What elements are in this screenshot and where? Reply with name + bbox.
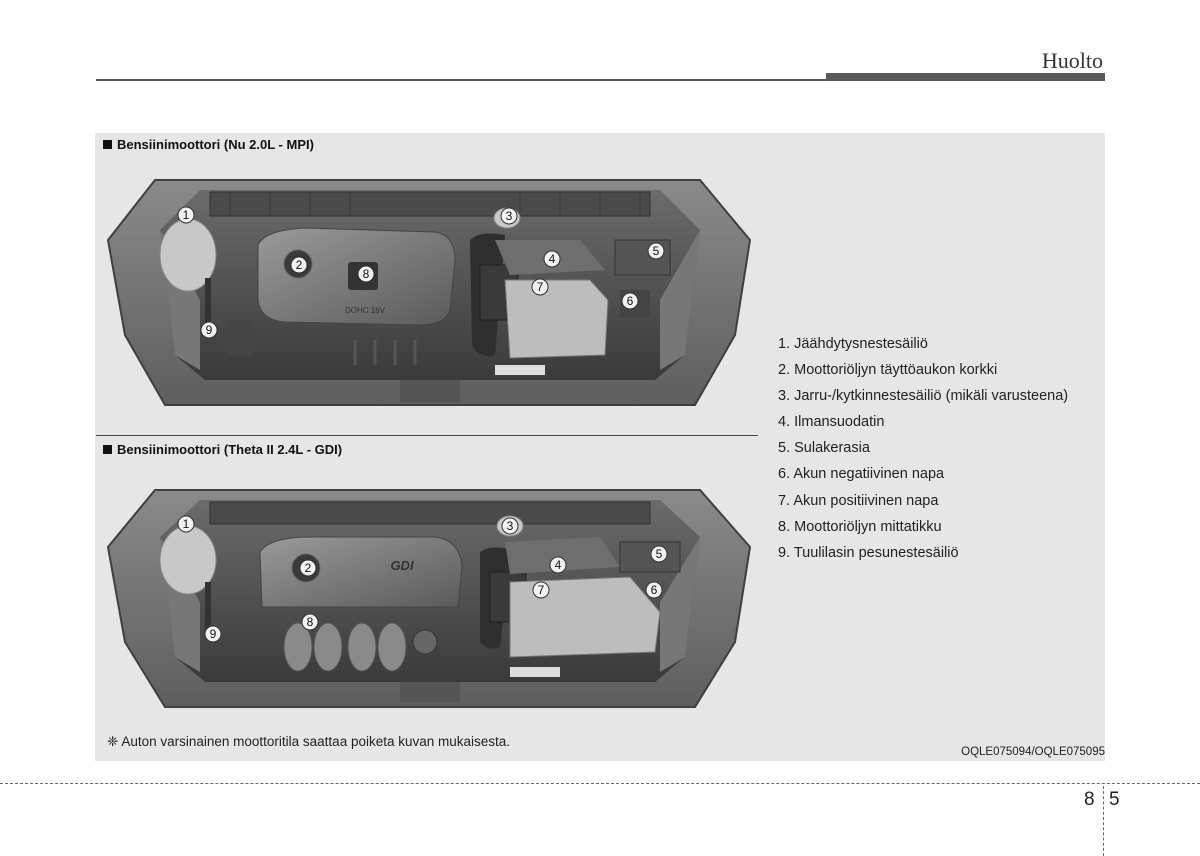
- engine-cover-label-gdi: GDI: [390, 558, 414, 573]
- svg-text:6: 6: [651, 583, 658, 597]
- svg-text:7: 7: [538, 583, 545, 597]
- callout-5: 5: [647, 242, 665, 260]
- section-divider: [96, 435, 758, 436]
- svg-text:2: 2: [296, 258, 303, 272]
- component-legend: 1. Jäähdytysnestesäiliö 2. Moottoriöljyn…: [778, 336, 1068, 571]
- callout-4: 4: [543, 250, 561, 268]
- callout-1: 1: [177, 515, 195, 533]
- svg-text:5: 5: [653, 244, 660, 258]
- callout-6: 6: [645, 581, 663, 599]
- svg-text:3: 3: [506, 209, 513, 223]
- callout-8: 8: [357, 265, 375, 283]
- callout-2: 2: [299, 559, 317, 577]
- svg-text:7: 7: [537, 280, 544, 294]
- engine-cover-label-mpi: DOHC 16V: [345, 306, 386, 315]
- svg-text:6: 6: [627, 294, 634, 308]
- svg-text:3: 3: [507, 519, 514, 533]
- legend-item: 9. Tuulilasin pesunestesäiliö: [778, 544, 959, 561]
- engine-bay-image-gdi: GDI 1 2 3 4 5 6 7 8 9: [106, 489, 752, 708]
- callouts-gdi: 1 2 3 4 5 6 7 8 9: [177, 515, 668, 643]
- header-rule-accent: [826, 73, 1105, 81]
- svg-text:8: 8: [307, 615, 314, 629]
- callout-3: 3: [500, 207, 518, 225]
- callout-8: 8: [301, 613, 319, 631]
- legend-item: 4. Ilmansuodatin: [778, 414, 885, 431]
- legend-item: 8. Moottoriöljyn mittatikku: [778, 518, 942, 535]
- callout-6: 6: [621, 292, 639, 310]
- svg-text:4: 4: [555, 558, 562, 572]
- legend-item: 6. Akun negatiivinen napa: [778, 466, 945, 483]
- callout-3: 3: [501, 517, 519, 535]
- page-number: 5: [1109, 789, 1120, 810]
- footnote: ❈ Auton varsinainen moottoritila saattaa…: [107, 734, 511, 749]
- svg-text:1: 1: [183, 517, 190, 531]
- callout-2: 2: [290, 256, 308, 274]
- callout-1: 1: [177, 206, 195, 224]
- legend-item: 7. Akun positiivinen napa: [778, 492, 939, 509]
- section-heading-gdi: Bensiinimoottori (Theta II 2.4L - GDI): [103, 442, 342, 457]
- image-reference-code: OQLE075094/OQLE075095: [961, 746, 1105, 758]
- svg-text:1: 1: [183, 208, 190, 222]
- callout-9: 9: [200, 321, 218, 339]
- callout-4: 4: [549, 556, 567, 574]
- callouts-mpi: 1 2 3 4 5 6 7 8 9: [177, 206, 665, 339]
- svg-text:4: 4: [549, 252, 556, 266]
- page-number-separator: [1103, 786, 1104, 856]
- svg-text:9: 9: [210, 627, 217, 641]
- chapter-title: Huolto: [1041, 48, 1103, 73]
- callout-7: 7: [531, 278, 549, 296]
- callout-5: 5: [650, 545, 668, 563]
- section-heading-mpi: Bensiinimoottori (Nu 2.0L - MPI): [103, 137, 314, 152]
- page-footer-rule: [0, 783, 1200, 784]
- header-rule: [96, 79, 826, 81]
- callout-9: 9: [204, 625, 222, 643]
- svg-text:8: 8: [363, 267, 370, 281]
- section-heading-text: Bensiinimoottori (Theta II 2.4L - GDI): [117, 442, 343, 457]
- legend-item: 2. Moottoriöljyn täyttöaukon korkki: [778, 362, 998, 379]
- legend-item: 5. Sulakerasia: [778, 440, 870, 457]
- legend-item: 3. Jarru-/kytkinnestesäiliö (mikäli varu…: [778, 388, 1069, 405]
- callout-7: 7: [532, 581, 550, 599]
- square-bullet-icon: [103, 140, 112, 149]
- svg-text:9: 9: [206, 323, 213, 337]
- section-heading-text: Bensiinimoottori (Nu 2.0L - MPI): [117, 137, 314, 152]
- svg-text:5: 5: [656, 547, 663, 561]
- svg-text:2: 2: [305, 561, 312, 575]
- page-chapter-number: 8: [1084, 789, 1095, 810]
- engine-bay-image-mpi: DOHC 16V 1 2 3 4 5 6 7 8 9: [106, 179, 752, 406]
- legend-item: 1. Jäähdytysnestesäiliö: [778, 336, 928, 352]
- square-bullet-icon: [103, 445, 112, 454]
